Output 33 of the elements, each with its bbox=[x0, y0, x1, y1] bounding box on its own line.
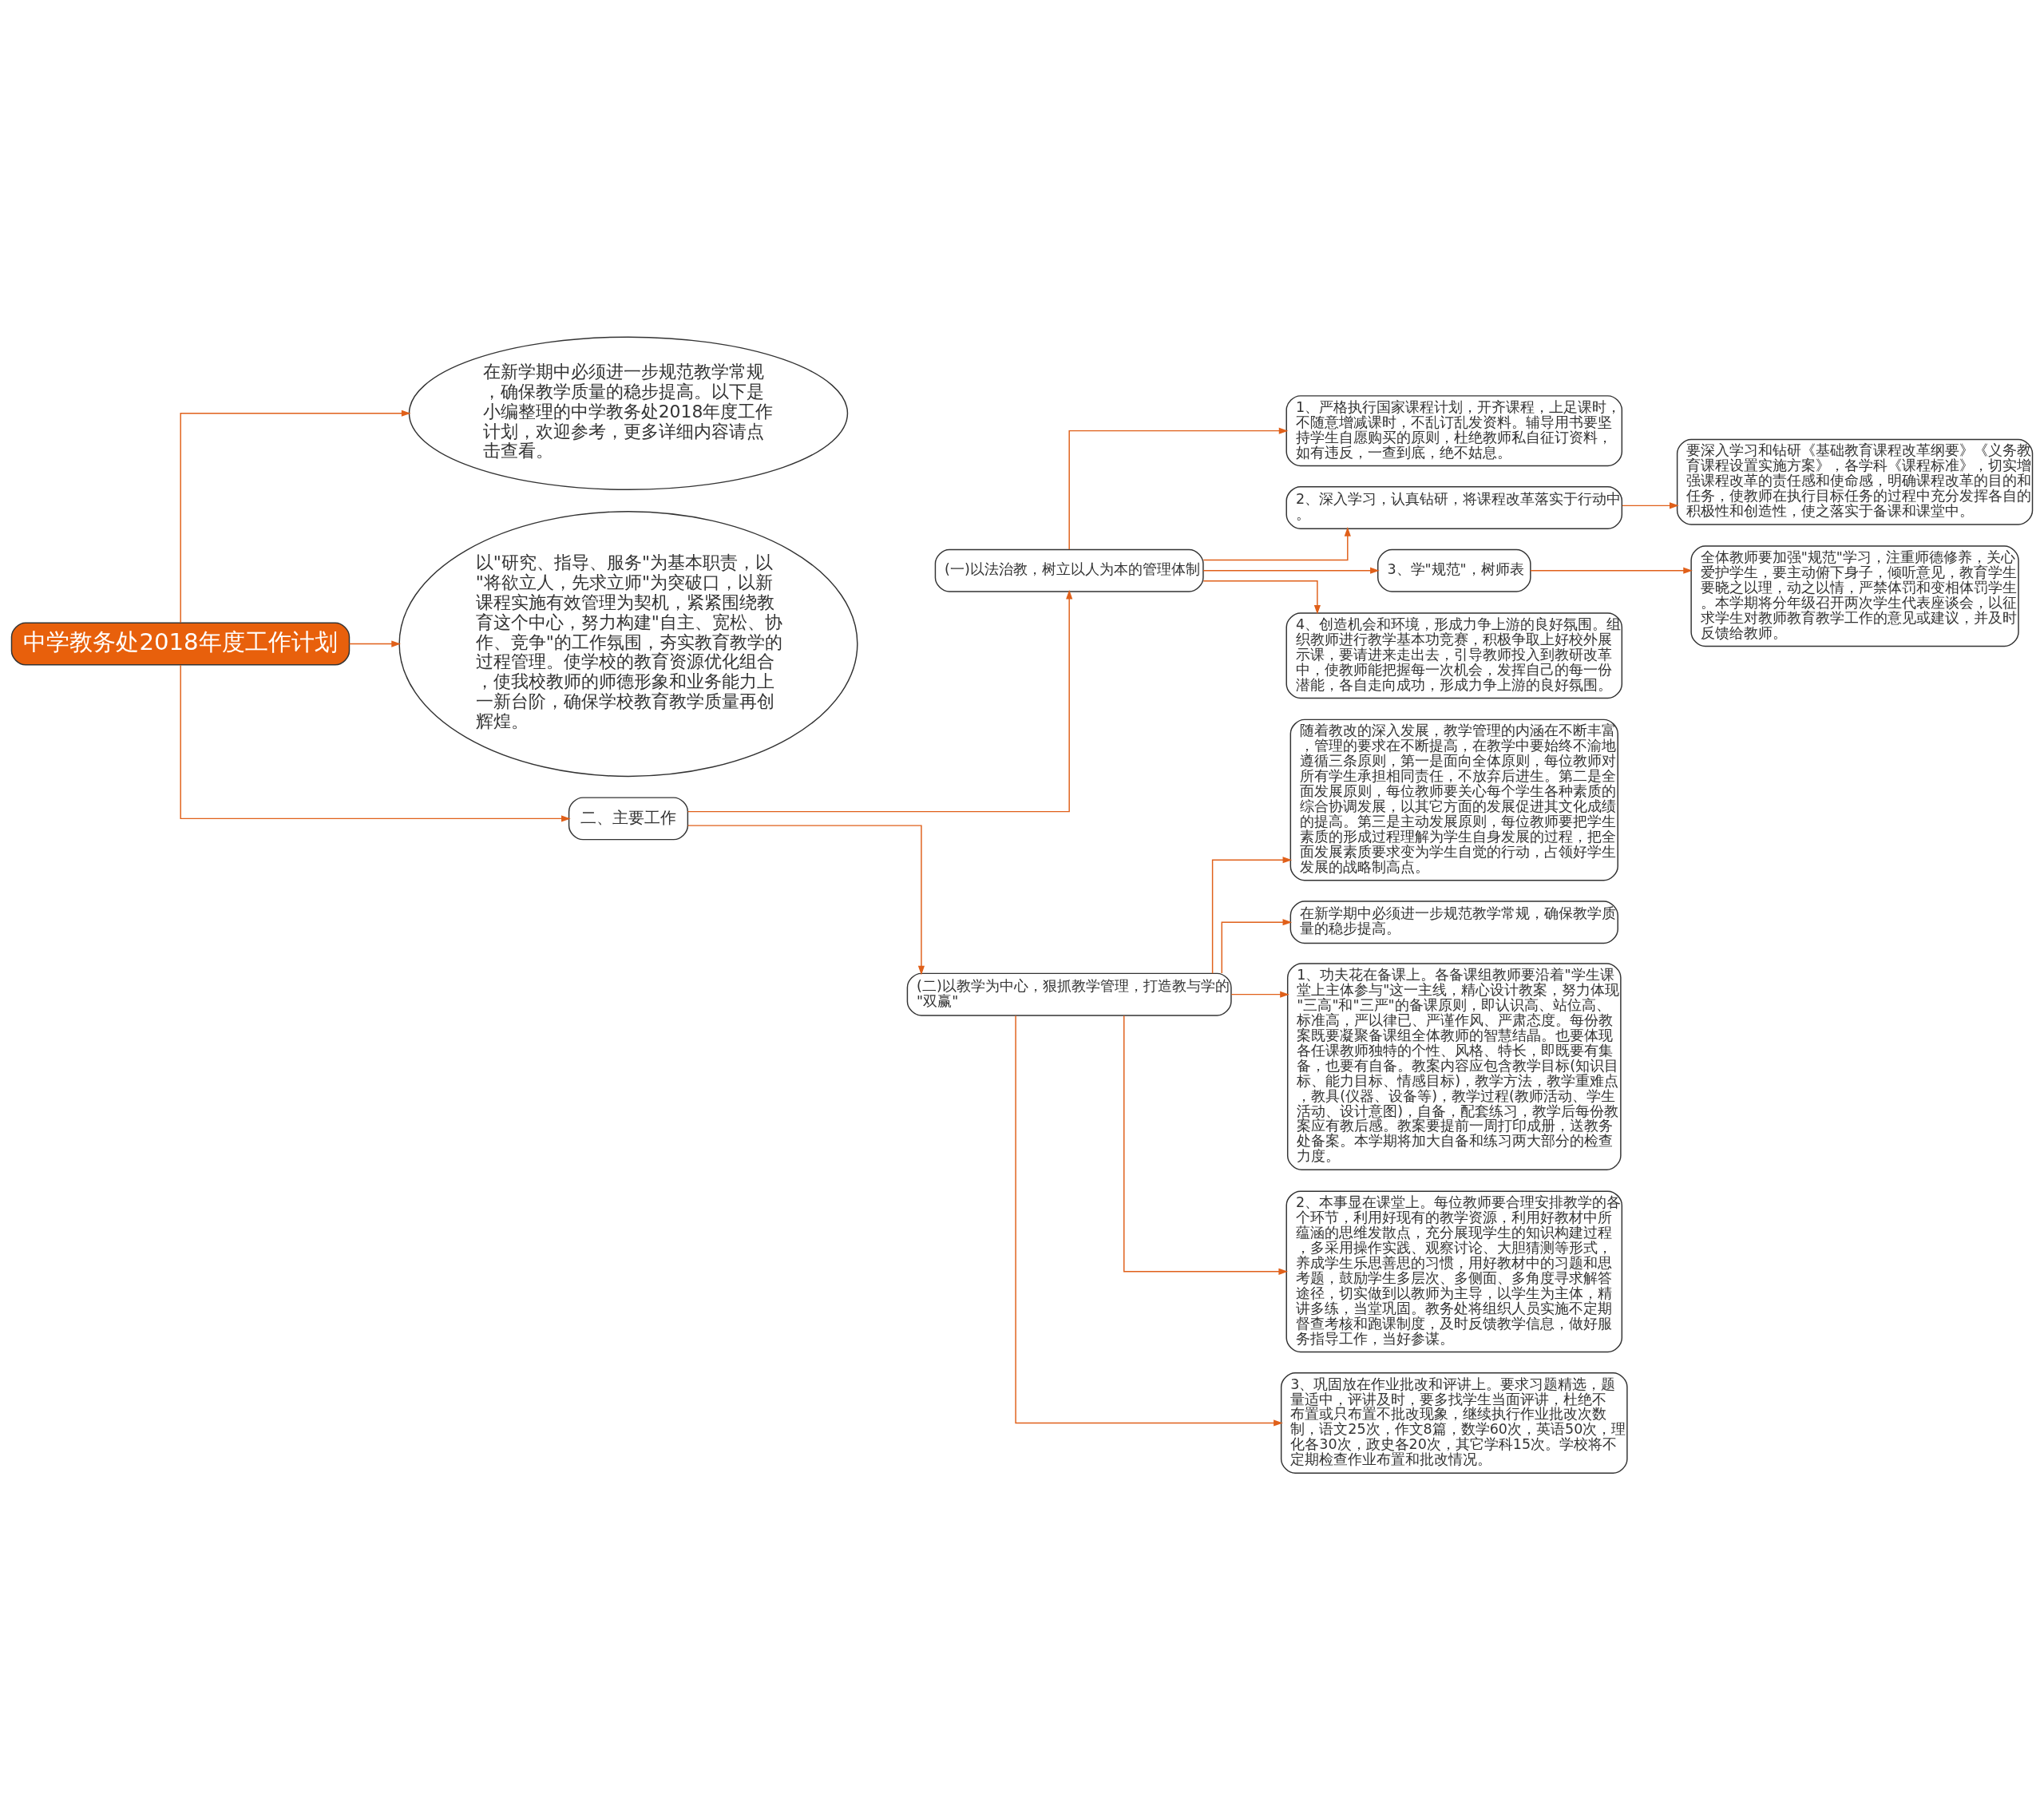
arrow bbox=[348, 640, 401, 647]
arrow bbox=[1221, 918, 1293, 974]
node-box: 1、严格执行国家课程计划，开齐课程，上足课时，不随意增减课时，不乱订乱发资料。辅导用书要坚持学生自愿购买的原则，杜绝教师私自征订资料，如有违反，一查到底，绝不姑息。 bbox=[1285, 394, 1623, 466]
node-box: 1、功夫花在备课上。各备课组教师要沿着"学生课堂上主体参与"这一主线，精心设计教案，努力体现"三高"和"三严"的备课原则，即认识高、站位高、标准高，严以律已、严谨作风、严肃态度。每份教案既要凝聚备课组全体教师的智慧结晶。也要体现各任课教师独特的个性、风格、特长，即既要有集备，也要有自备。教案内容应包含教学目标(知识目标、能力目标、情感目标)，教学方法，教学重难点，教具(仪器、设备等)，教学过程(教师活动、学生活动、设计意图)，自备，配套练习，教学后每份教案应有教后感。教案要提前一周打印成册，送教务处备案。本学期将加大自备和练习两大部分的检查力度。 bbox=[1286, 962, 1622, 1170]
arrow bbox=[1202, 580, 1321, 615]
node-box: 二、主要工作 bbox=[568, 796, 689, 840]
node-box: 3、巩固放在作业批改和评讲上。要求习题精选，题量适中，评讲及时，要多找学生当面评讲，杜绝不布置或只布置不批改现象，继续执行作业批改次数制，语文25次，作文8篇，数学60次，英语50次，理化各30次，政史各20次，其它学科15次。学校将不定期检查作业布置和批改情况。 bbox=[1280, 1372, 1628, 1474]
arrow bbox=[1202, 567, 1380, 574]
arrow bbox=[1068, 427, 1289, 550]
node-box: 3、学"规范"，树师表 bbox=[1377, 548, 1531, 592]
node-box: 全体教师要加强"规范"学习，注重师德修养，关心爱护学生，要主动俯下身子，倾听意见，教育学生要晓之以理，动之以情，严禁体罚和变相体罚学生。本学期将分年级召开两次学生代表座谈会，以征求学生对教师教育教学工作的意见或建议，并及时反馈给教师。 bbox=[1690, 544, 2019, 647]
node-ellipse: 在新学期中必须进一步规范教学常规，确保教学质量的稳步提高。以下是小编整理的中学教务处2018年度工作计划，欢迎参考，更多详细内容请点击查看。 bbox=[408, 335, 849, 490]
node-box: 2、本事显在课堂上。每位教师要合理安排教学的各个环节，利用好现有的教学资源，利用好教材中所蕴涵的思维发散点，充分展现学生的知识构建过程，多采用操作实践、观察讨论、大胆猜测等形式，养成学生乐思善思的习惯，用好教材中的习题和思考题，鼓励学生多层次、多侧面、多角度寻求解答途径，切实做到以教师为主导，以学生为主体，精讲多练，当堂巩固。教务处将组织人员实施不定期督查考核和跑课制度，及时反馈教学信息，做好服务指导工作，当好参谋。 bbox=[1285, 1190, 1623, 1352]
node-box: 中学教务处2018年度工作计划 bbox=[10, 622, 351, 666]
arrow bbox=[1530, 567, 1693, 574]
node-ellipse: 以"研究、指导、服务"为基本职责，以"将欲立人，先求立师"为突破口，以新课程实施有效管理为契机，紧紧围绕教育这个中心，努力构建"自主、宽松、协作、竞争"的工作氛围，夯实教育教学的过程管理。使学校的教育资源优化组合，使我校教师的师德形象和业务能力上一新台阶，确保学校教育教学质量再创辉煌。 bbox=[398, 510, 858, 777]
arrow bbox=[180, 663, 571, 821]
node-box: 随着教改的深入发展，教学管理的内涵在不断丰富，管理的要求在不断提高，在教学中要始终不渝地遵循三条原则，第一是面向全体原则，每位教师对所有学生承担相同责任，不放弃后进生。第二是全面发展原则，每位教师要关心每个学生各种素质的综合协调发展，以其它方面的发展促进其文化成绩的提高。第三是主动发展原则，每位教师要把学生素质的形成过程理解为学生自身发展的过程，把全面发展素质要求变为学生自觉的行动，占领好学生发展的战略制高点。 bbox=[1289, 718, 1618, 881]
arrow bbox=[1202, 526, 1351, 560]
arrow bbox=[687, 589, 1073, 812]
arrow bbox=[1015, 1015, 1283, 1427]
node-box: (一)以法治教，树立以人为本的管理体制 bbox=[934, 548, 1204, 592]
node-box: 2、深入学习，认真钻研，将课程改革落实于行动中。 bbox=[1285, 485, 1623, 529]
arrow bbox=[180, 410, 411, 623]
node-box: (二)以教学为中心，狠抓教学管理，打造教与学的"双赢" bbox=[906, 972, 1232, 1016]
node-box: 在新学期中必须进一步规范教学常规，确保教学质量的稳步提高。 bbox=[1289, 900, 1618, 944]
arrow bbox=[1211, 856, 1293, 974]
arrow bbox=[687, 824, 925, 975]
node-box: 4、创造机会和环境，形成力争上游的良好氛围。组织教师进行教学基本功竞赛，积极争取上好校外展示课，要请进来走出去，引导教师投入到教研改革中，使教师能把握每一次机会，发挥自己的每一份潜能，各自走向成功，形成力争上游的良好氛围。 bbox=[1285, 612, 1623, 699]
arrow bbox=[1230, 991, 1289, 998]
arrow bbox=[1123, 1015, 1289, 1275]
node-box: 要深入学习和钻研《基础教育课程改革纲要》《义务教育课程设置实施方案》，各学科《课程标准》，切实增强课程改革的责任感和使命感，明确课程改革的目的和任务，使教师在执行目标任务的过程中充分发挥各自的积极性和创造性，使之落实于备课和课堂中。 bbox=[1676, 438, 2034, 525]
arrow bbox=[1622, 501, 1679, 509]
